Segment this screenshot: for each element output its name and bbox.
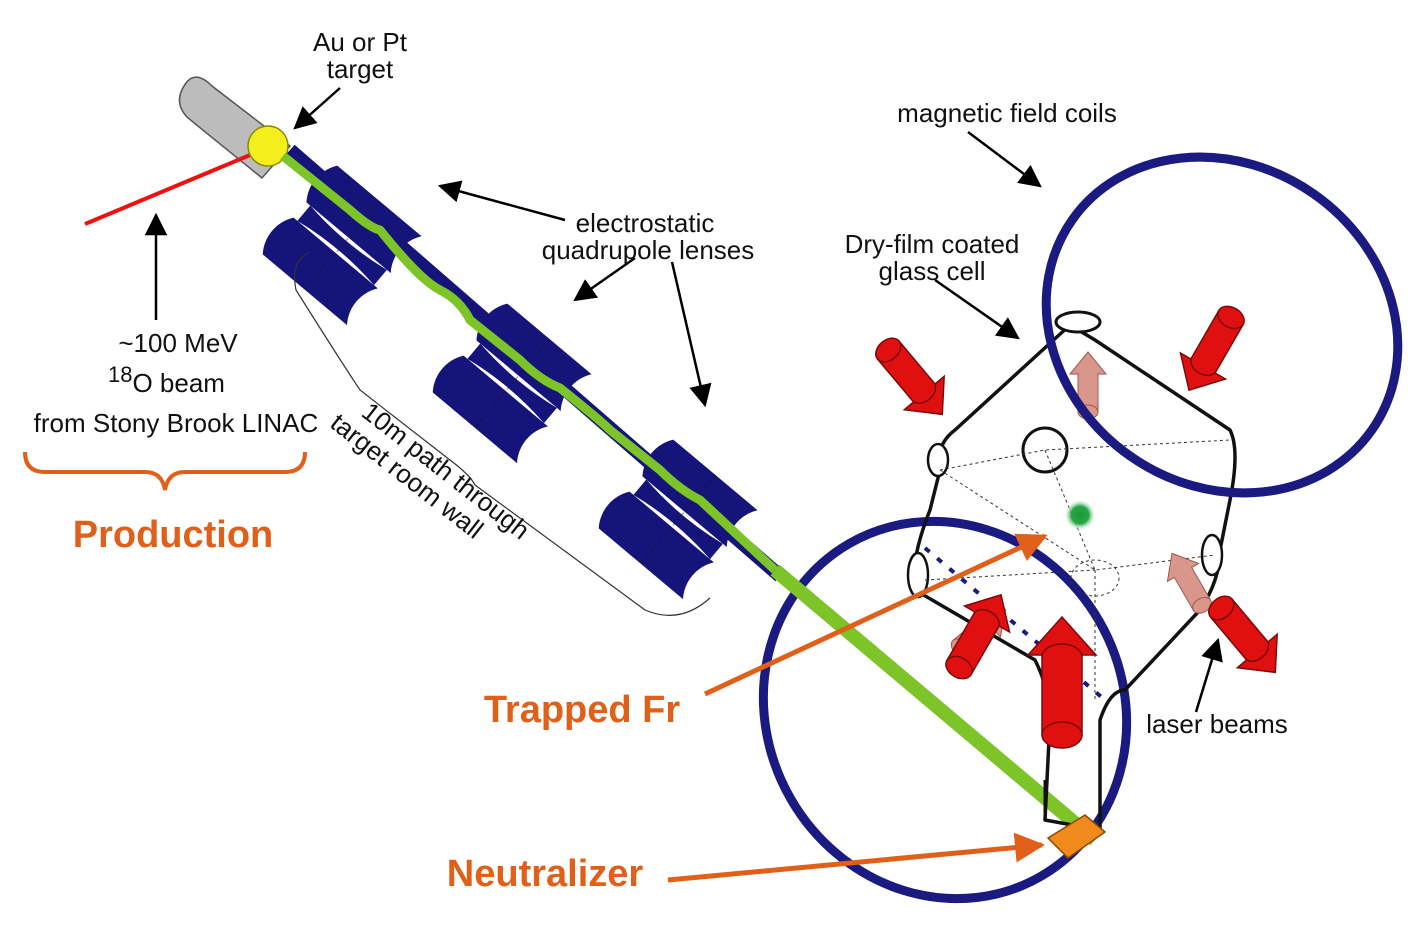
target-arrow: [293, 87, 341, 130]
quadrupole-lens-2: [426, 297, 593, 464]
glass-cell: [906, 310, 1237, 832]
laser-lower-left: [930, 581, 1025, 690]
laser-label: laser beams: [1146, 709, 1288, 739]
target-disk: [247, 125, 289, 167]
laser-arrow-pointer: [1194, 637, 1223, 713]
neutralizer: [1046, 814, 1107, 859]
ion-beam-to-cell: [770, 564, 1100, 846]
magnetic-coil-lower: [758, 516, 1132, 904]
beam-source-label: from Stony Brook LINAC: [34, 408, 319, 438]
cell-label-line1: Dry-film coated: [845, 229, 1020, 259]
target-label-line1: Au or Pt: [313, 27, 408, 57]
lenses-arrow-2: [573, 256, 636, 302]
production-label: Production: [73, 514, 274, 556]
beam-isotope-label: 18O beam: [108, 362, 225, 398]
trapped-arrow: [703, 533, 1048, 697]
path-brace: [294, 251, 711, 616]
beam-isotope-rest: O beam: [132, 368, 225, 398]
magnetic-coil-upper: [1041, 152, 1403, 498]
production-brace: [23, 451, 307, 491]
laser-upper-right: [1165, 295, 1260, 404]
quadrupole-lens-3: [592, 433, 759, 600]
ion-beam-path: [280, 152, 779, 574]
lenses-arrow-1: [437, 180, 566, 222]
coils-label: magnetic field coils: [897, 98, 1117, 128]
beam-isotope-sup: 18: [108, 362, 132, 387]
neutralizer-label: Neutralizer: [447, 853, 644, 895]
cell-label-line2: glass cell: [879, 256, 986, 286]
cell-arrow: [934, 278, 1020, 340]
quadrupole-lens-1: [256, 159, 423, 326]
coils-arrow: [967, 131, 1042, 188]
trapped-cloud: [1064, 499, 1096, 531]
target-label-line2: target: [327, 54, 394, 84]
lenses-label-line2: quadrupole lenses: [542, 235, 755, 265]
laser-back-1: [1069, 351, 1107, 420]
lenses-arrow-3: [670, 261, 712, 408]
neutralizer-arrow: [667, 832, 1045, 883]
beam-energy-label: ~100 MeV: [118, 328, 238, 358]
lenses-label-line1: electrostatic: [576, 208, 715, 238]
laser-upper-left: [861, 324, 963, 432]
trapped-label: Trapped Fr: [484, 689, 681, 731]
incoming-beam: [84, 148, 263, 226]
